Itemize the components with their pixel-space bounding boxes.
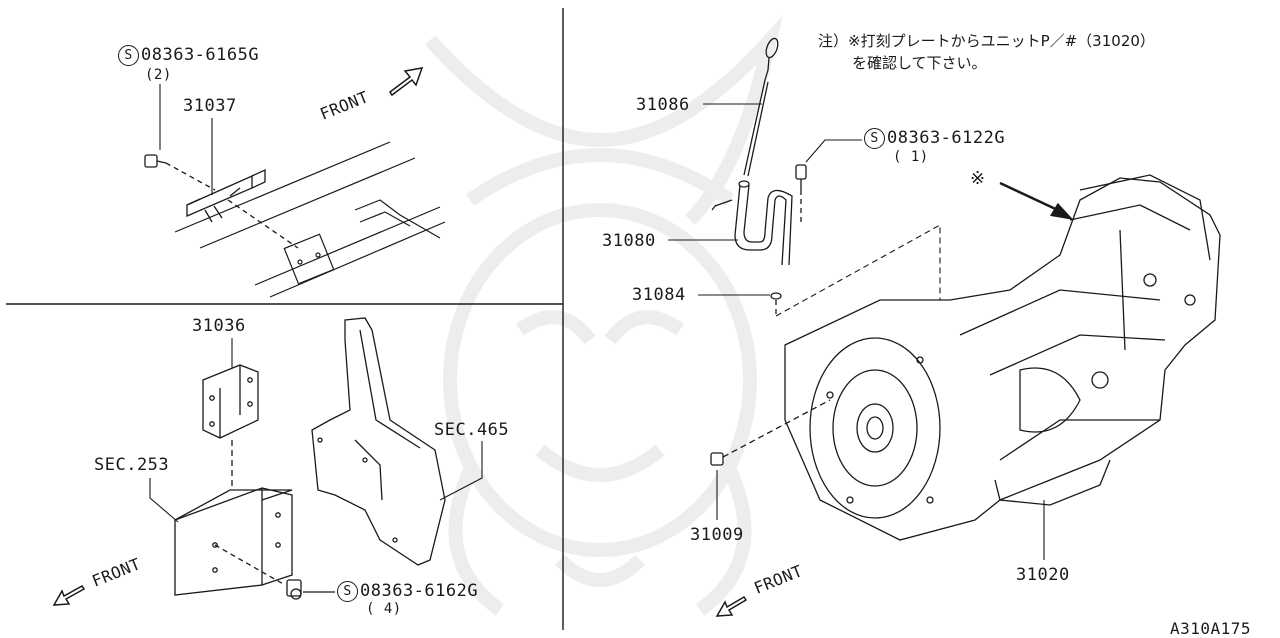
front-arrow-bottom-right: [715, 595, 748, 617]
mount-31036-drawing: [202, 364, 259, 490]
heatshield-sec465-drawing: [311, 317, 446, 566]
leader-lines-right: [668, 103, 1045, 560]
part-31086-label[interactable]: 31086: [636, 95, 690, 115]
oring-31084-drawing: [770, 292, 782, 316]
sec-253-label[interactable]: SEC.253: [94, 455, 170, 475]
filler-tube-31080-drawing: [711, 180, 793, 266]
leader-lines-top-left: [159, 84, 213, 195]
s-symbol-icon: S: [864, 128, 885, 149]
note-line-2: を確認して下さい。: [852, 54, 987, 72]
sec-465-label[interactable]: SEC.465: [434, 420, 510, 440]
bolt-08363-6162G-drawing: [286, 579, 335, 600]
bolt-31009-drawing: [710, 399, 831, 466]
note-line-1: 注）※打刻プレートからユニットP／#（31020）: [818, 32, 1155, 50]
bolt-08363-6165G-drawing: [144, 154, 299, 249]
dashed-mount-lines: [775, 224, 941, 317]
bolt-part-number: 08363-6165G: [141, 45, 260, 65]
diagram-id: A310A175: [1170, 619, 1252, 638]
asterisk-marker: ※: [970, 168, 986, 189]
panel-dividers: [6, 8, 564, 630]
dipstick-31086-drawing: [743, 37, 779, 177]
bolt-part-number: 08363-6162G: [360, 581, 479, 601]
bracket-31037-drawing: [186, 168, 266, 223]
part-31080-label[interactable]: 31080: [602, 231, 656, 251]
bracket-sec253-drawing: [174, 487, 293, 596]
bolt-08363-6122G-label[interactable]: S 08363-6122G: [864, 128, 1005, 149]
bolt-08363-6122G-drawing: [795, 164, 807, 225]
bolt-08363-6162G-label[interactable]: S 08363-6162G: [337, 581, 478, 602]
bolt-08363-6162G-qty: ( 4): [366, 601, 402, 617]
bolt-08363-6165G-qty: (2): [145, 67, 172, 83]
bolt-08363-6165G-label[interactable]: S 08363-6165G: [118, 45, 259, 66]
part-31009-label[interactable]: 31009: [690, 525, 744, 545]
s-symbol-icon: S: [118, 45, 139, 66]
asterisk-pointer-arrow: [999, 181, 1074, 220]
front-arrow-top-left: [388, 67, 424, 97]
watermark-emblem: [424, 15, 783, 616]
part-31084-label[interactable]: 31084: [632, 285, 686, 305]
bolt-part-number: 08363-6122G: [887, 128, 1006, 148]
part-31020-label[interactable]: 31020: [1016, 565, 1070, 585]
s-symbol-icon: S: [337, 581, 358, 602]
transmission-31020-drawing: [784, 174, 1221, 541]
bolt-08363-6122G-qty: ( 1): [893, 149, 929, 165]
part-31036-label[interactable]: 31036: [192, 316, 246, 336]
leader-lines-bottom-left: [149, 338, 483, 523]
frame-rail-drawing: [174, 141, 446, 298]
front-arrow-bottom-left: [52, 585, 86, 606]
part-31037-label[interactable]: 31037: [183, 96, 237, 116]
